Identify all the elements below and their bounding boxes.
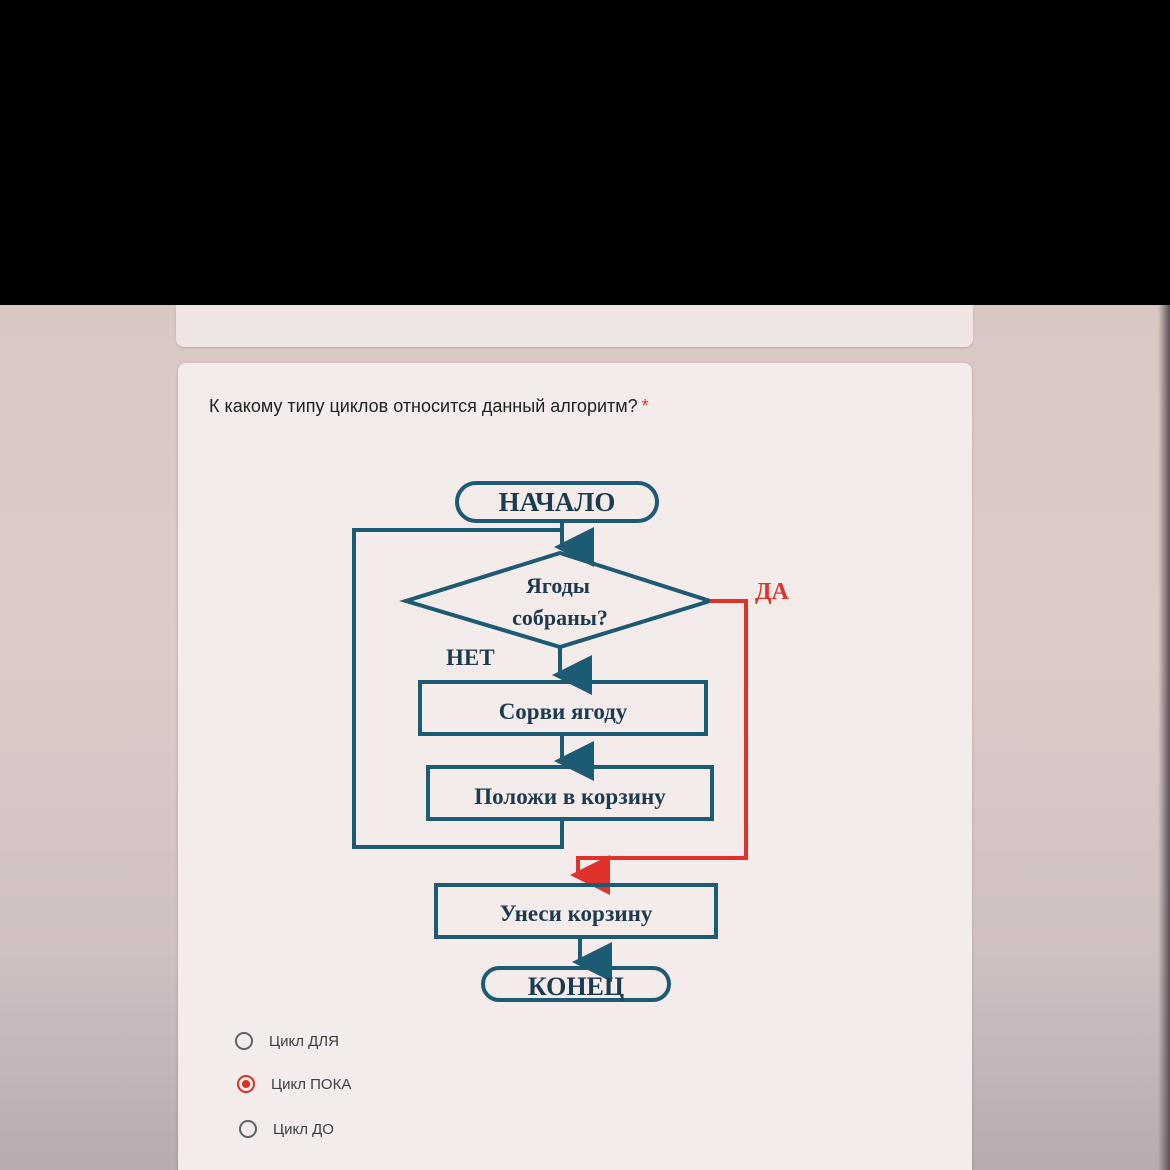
option-while-loop-label: Цикл ПОКА [271, 1075, 352, 1093]
end-label: КОНЕЦ [528, 972, 624, 1001]
step-carry-basket [434, 883, 718, 939]
step-put-in-basket [426, 765, 714, 821]
radio-do-while-loop[interactable] [239, 1120, 257, 1138]
step-carry-basket-label: Унеси корзину [500, 901, 653, 926]
previous-question-card [176, 305, 973, 347]
decision-line1: Ягоды [526, 573, 590, 598]
no-label: НЕТ [446, 645, 495, 670]
option-do-while-loop[interactable]: Цикл ДО [239, 1116, 334, 1142]
start-terminal [455, 481, 659, 523]
yes-label: ДА [755, 579, 790, 605]
step-put-in-basket-label: Положи в корзину [474, 784, 666, 809]
question-title: К какому типу циклов относится данный ал… [209, 396, 649, 417]
step-pick-berry-label: Сорви ягоду [499, 699, 628, 724]
monitor-bezel-edge [1158, 305, 1170, 1170]
decision-diamond [399, 550, 717, 650]
decision-line2: собраны? [512, 605, 608, 630]
flowchart-image: НАЧАЛО Ягоды собраны? ДА НЕТ Сорви ягоду… [352, 481, 790, 1002]
radio-while-loop[interactable] [237, 1075, 255, 1093]
option-for-loop[interactable]: Цикл ДЛЯ [235, 1028, 339, 1054]
option-do-while-loop-label: Цикл ДО [273, 1120, 334, 1138]
option-while-loop[interactable]: Цикл ПОКА [237, 1071, 351, 1097]
option-for-loop-label: Цикл ДЛЯ [269, 1032, 339, 1050]
required-asterisk: * [641, 396, 649, 416]
question-text: К какому типу циклов относится данный ал… [209, 396, 638, 416]
radio-for-loop[interactable] [235, 1032, 253, 1050]
yes-branch-line [570, 599, 748, 895]
dark-background [0, 0, 1170, 305]
end-terminal [481, 966, 671, 1002]
start-label: НАЧАЛО [499, 487, 616, 517]
